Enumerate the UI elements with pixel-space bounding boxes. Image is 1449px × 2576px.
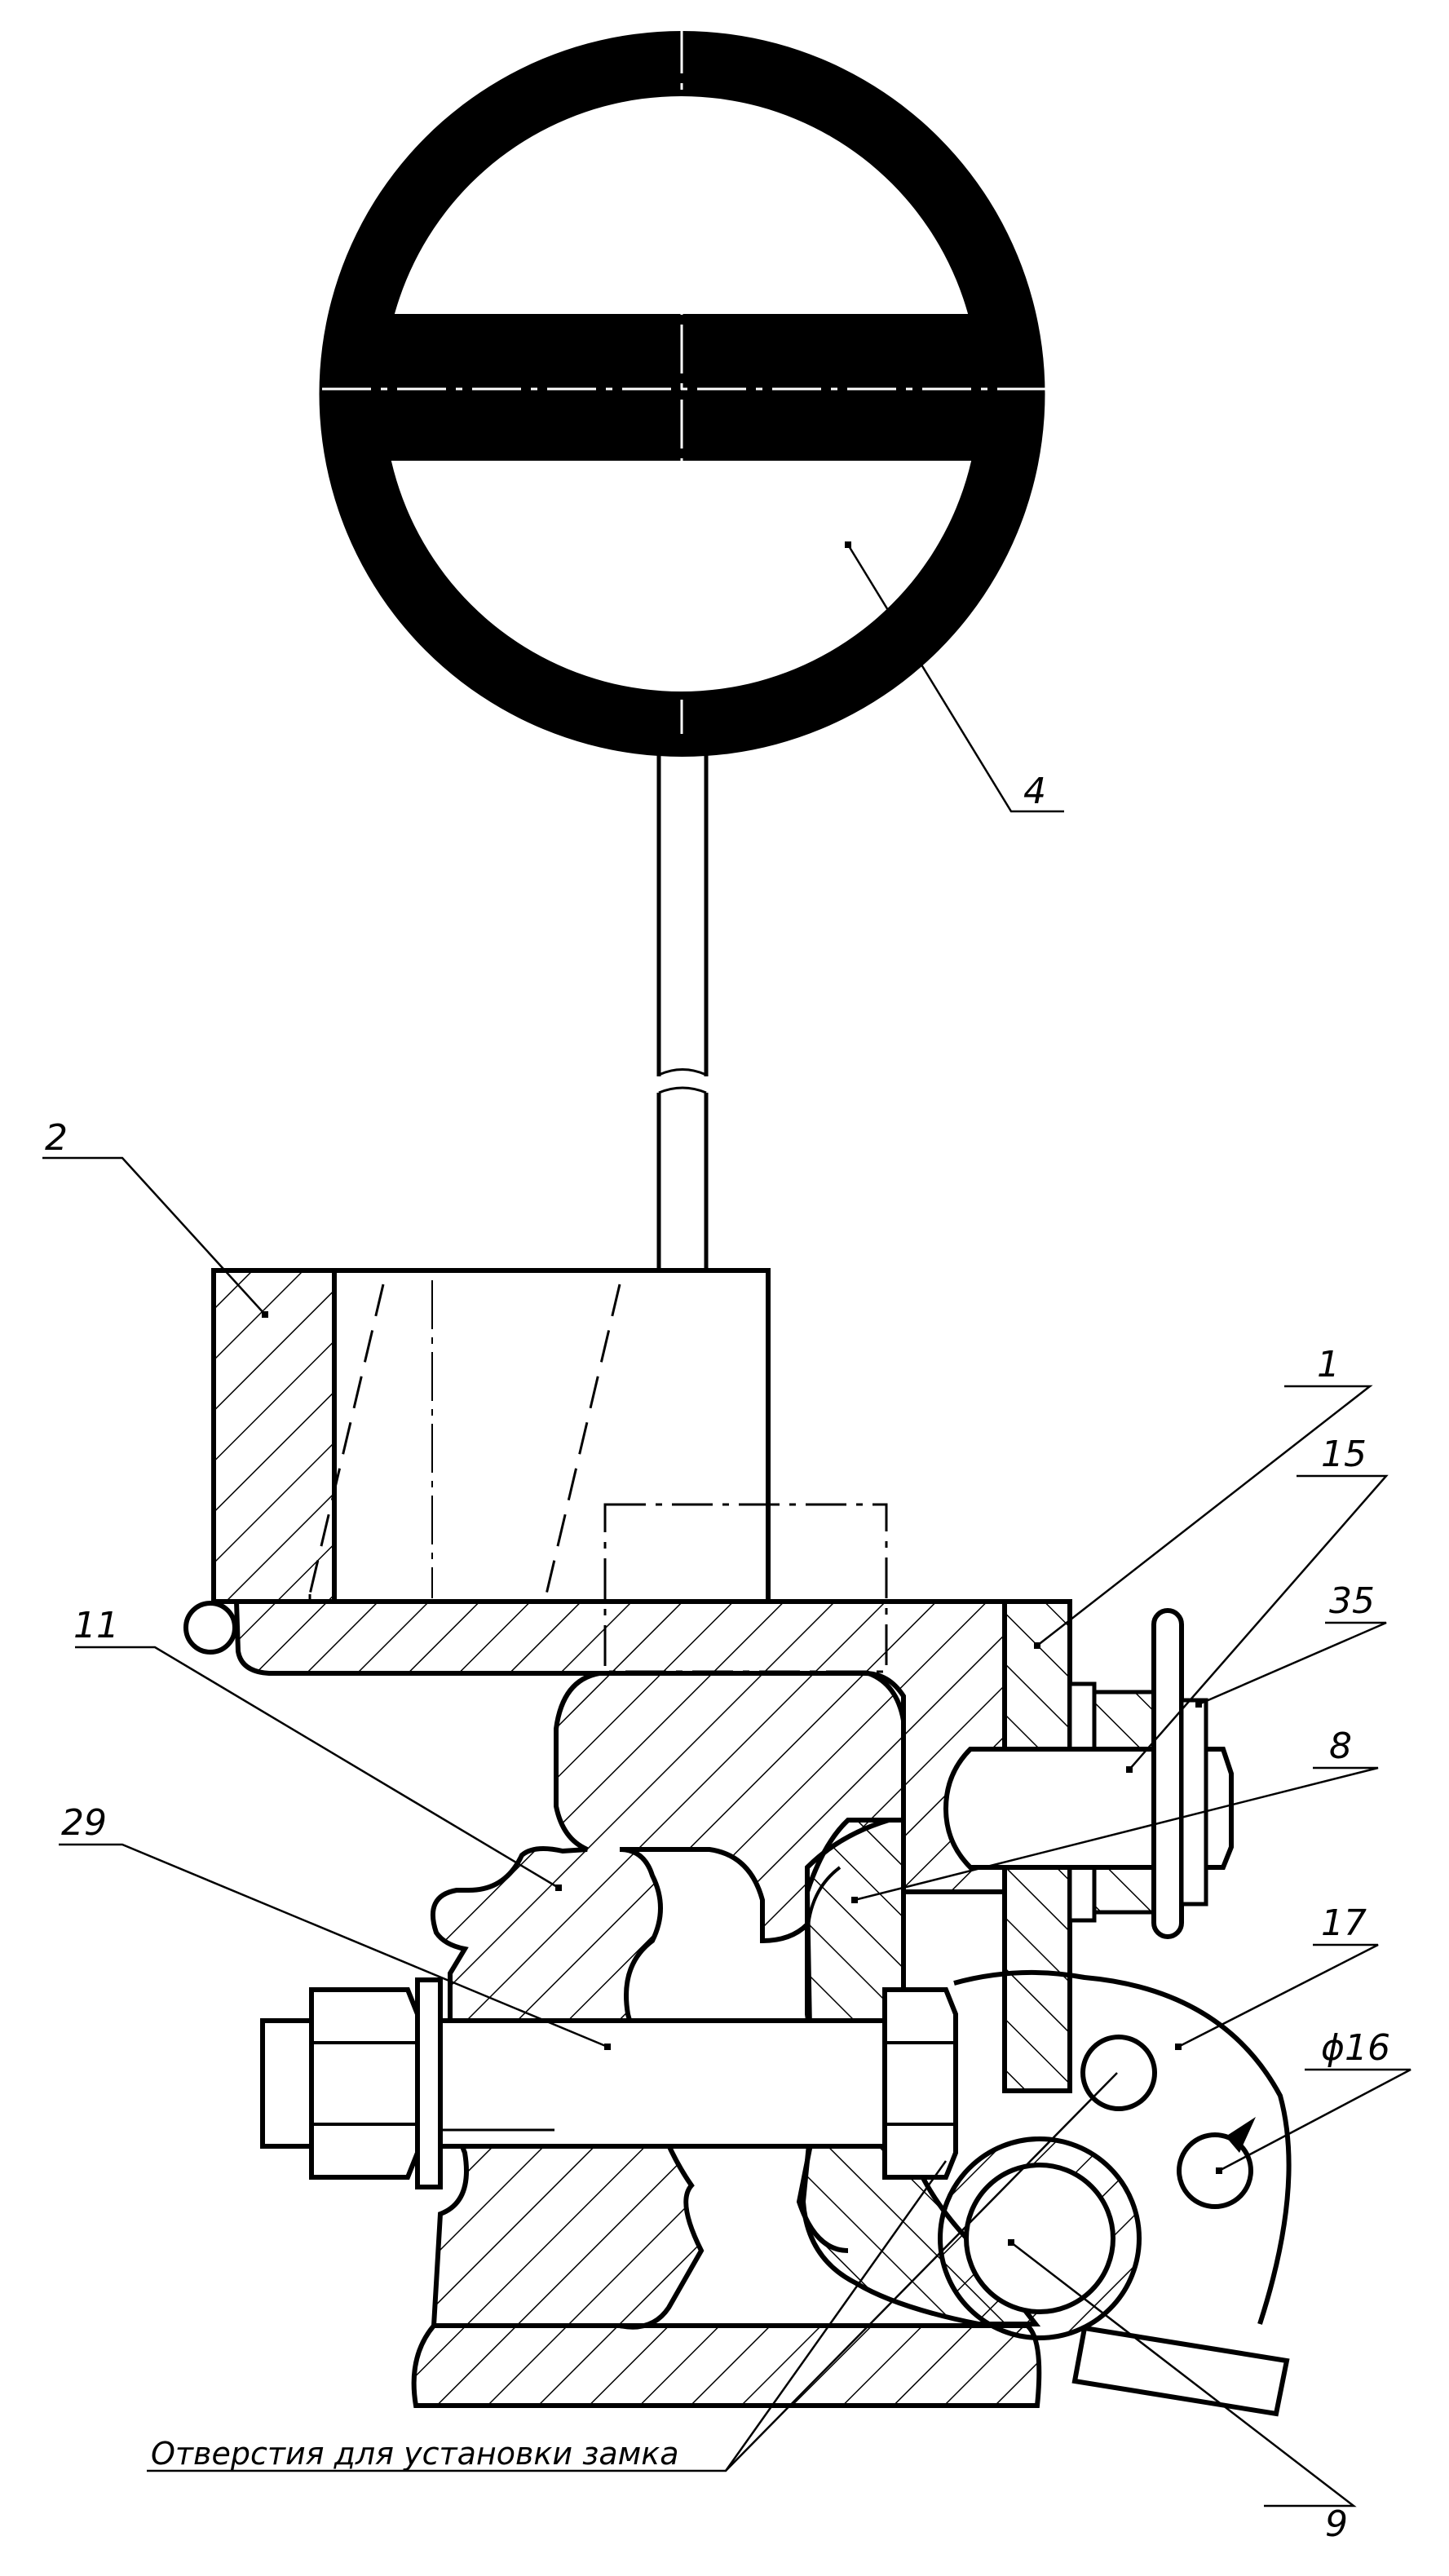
- leader-lines: [42, 544, 1411, 2508]
- bolt: [260, 1977, 958, 2189]
- part-label-1: 1: [1317, 1344, 1340, 1385]
- part-label-15: 15: [1321, 1434, 1367, 1475]
- housing-block: [211, 1268, 771, 1604]
- part-label-4: 4: [1023, 771, 1046, 812]
- part-label-17: 17: [1321, 1902, 1367, 1944]
- part-label-35: 35: [1329, 1580, 1375, 1622]
- shaft: [938, 2136, 1142, 2340]
- part-label-2: 2: [45, 1117, 68, 1159]
- clamp-piece: [800, 1818, 1041, 2326]
- lock-disc: [953, 1969, 1292, 2417]
- side-bolt: [943, 1608, 1234, 1939]
- stem: [656, 746, 709, 1270]
- handwheel-ring: [319, 24, 1048, 757]
- part-label-11: 11: [73, 1605, 119, 1646]
- part-markers: [262, 541, 1222, 2246]
- part-label-9: 9: [1325, 2503, 1348, 2545]
- part-label-29: 29: [61, 1802, 107, 1844]
- note-label: Отверстия для установки замка: [151, 2436, 679, 2472]
- dimension-label: ϕ16: [1321, 2027, 1390, 2069]
- base-foot: [411, 2323, 1042, 2408]
- dimension-arrow: [1226, 2117, 1256, 2153]
- part-label-8: 8: [1329, 1725, 1352, 1767]
